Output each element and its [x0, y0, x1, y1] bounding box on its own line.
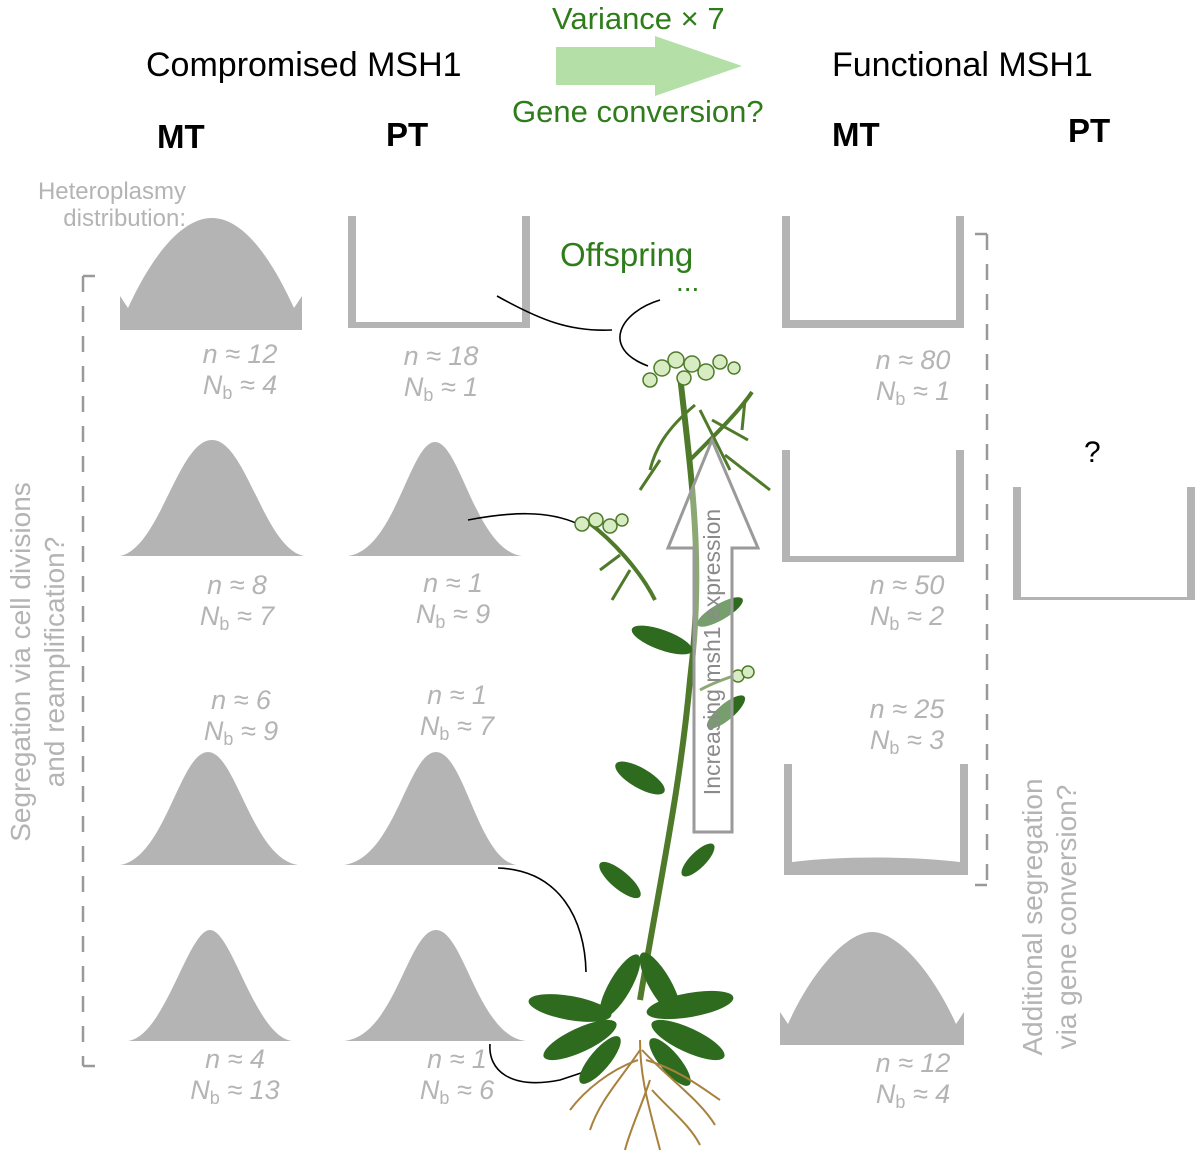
n-value: n ≈ 6: [211, 685, 271, 715]
nb-value: Nb ≈ 9: [415, 599, 491, 632]
left-side-label-line2: and reamplification?: [39, 536, 70, 788]
nb-value: Nb ≈ 3: [869, 725, 945, 758]
nb-value: Nb ≈ 1: [403, 372, 479, 405]
variance-label: Variance × 7: [552, 1, 725, 36]
fpt-distribution: [1013, 487, 1195, 600]
right-side-label-line2: via gene conversion?: [1051, 784, 1082, 1050]
n-value: n ≈ 1: [427, 1044, 487, 1074]
cpt-row4-distribution: [344, 930, 526, 1041]
col-header-mt-compromised: MT: [157, 118, 205, 155]
left-side-label: Segregation via cell divisions and reamp…: [4, 452, 72, 872]
gene-conversion-label: Gene conversion?: [512, 94, 764, 129]
cpt-row3-distribution: [344, 752, 516, 865]
n-value: n ≈ 1: [427, 680, 487, 710]
heteroplasmy-label-line1: Heteroplasmy: [37, 178, 186, 205]
cmt-row4-distribution: [128, 930, 292, 1041]
n-value: n ≈ 12: [202, 339, 278, 369]
nb-value: Nb ≈ 6: [419, 1075, 495, 1108]
nb-value: Nb ≈ 1: [875, 376, 951, 409]
expression-arrow: [665, 436, 761, 834]
n-value: n ≈ 1: [423, 568, 483, 598]
n-value: n ≈ 8: [207, 570, 267, 600]
col-header-pt-functional: PT: [1068, 112, 1111, 149]
nb-value: Nb ≈ 13: [190, 1075, 280, 1108]
nb-value: Nb ≈ 4: [875, 1079, 951, 1112]
offspring-ellipsis: ...: [676, 266, 700, 297]
n-value: n ≈ 25: [869, 694, 945, 724]
functional-title: Functional MSH1: [832, 46, 1093, 84]
right-side-label-line1: Additional segregation: [1017, 778, 1048, 1056]
offspring-label: Offspring: [560, 236, 694, 273]
compromised-title: Compromised MSH1: [146, 46, 462, 84]
right-side-label: Additional segregation via gene conversi…: [1016, 752, 1084, 1082]
nb-value: Nb ≈ 4: [202, 370, 278, 403]
cpt-row1-distribution: [348, 216, 530, 328]
nb-value: Nb ≈ 7: [419, 711, 495, 744]
n-value: n ≈ 80: [875, 345, 951, 375]
col-header-pt-compromised: PT: [386, 116, 429, 153]
nb-value: Nb ≈ 2: [869, 601, 945, 634]
nb-value: Nb ≈ 7: [199, 601, 275, 634]
unknown-mark: ?: [1084, 436, 1101, 469]
fmt-row2-distribution: [782, 450, 964, 562]
cpt-row2-distribution: [348, 442, 522, 556]
right-bracket: [975, 232, 989, 887]
heteroplasmy-label: Heteroplasmy distribution:: [18, 178, 186, 232]
cmt-row1-distribution: [120, 218, 302, 330]
n-value: n ≈ 4: [205, 1044, 265, 1074]
n-value: n ≈ 12: [875, 1048, 951, 1078]
fmt-row4-distribution: [780, 932, 964, 1045]
cmt-row2-distribution: [120, 440, 304, 556]
connector-lines: [467, 295, 661, 1084]
n-value: n ≈ 50: [869, 570, 945, 600]
left-bracket: [81, 274, 95, 1068]
fmt-row1-distribution: [782, 216, 964, 328]
cmt-row3-distribution: [120, 752, 298, 865]
expression-arrow-label: Increasing msh1 expression: [699, 508, 725, 796]
fmt-row3-distribution: [784, 764, 968, 875]
col-header-mt-functional: MT: [832, 116, 880, 153]
nb-value: Nb ≈ 9: [203, 716, 279, 749]
left-side-label-line1: Segregation via cell divisions: [5, 482, 36, 842]
plant-illustration: [528, 351, 771, 1151]
n-value: n ≈ 18: [403, 341, 479, 371]
variance-arrow: [556, 36, 742, 96]
heteroplasmy-label-line2: distribution:: [63, 205, 186, 232]
